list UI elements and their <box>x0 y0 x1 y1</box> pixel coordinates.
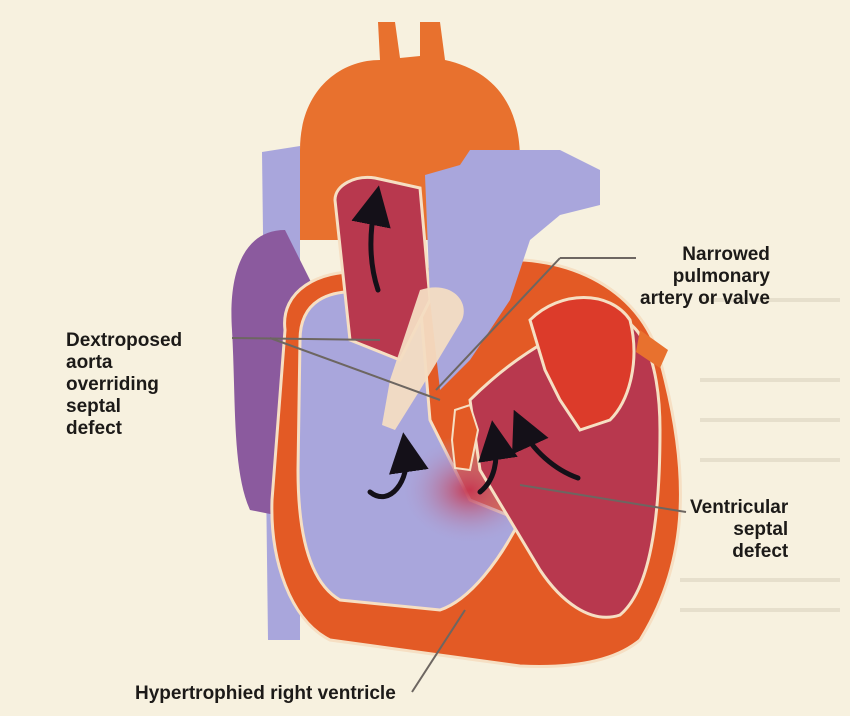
label-line: aorta <box>66 352 182 374</box>
label-line: overriding <box>66 374 182 396</box>
label-line: pulmonary <box>640 266 770 288</box>
label-line: septal <box>690 519 788 541</box>
label-line: Ventricular <box>690 497 788 519</box>
label-line: Dextroposed <box>66 330 182 352</box>
label-hypertrophied-right-ventricle: Hypertrophied right ventricle <box>135 683 396 705</box>
label-line: defect <box>690 541 788 563</box>
label-line: defect <box>66 418 182 440</box>
label-dextroposed-aorta: Dextroposed aorta overriding septal defe… <box>66 330 182 440</box>
label-narrowed-pulmonary: Narrowed pulmonary artery or valve <box>640 244 770 310</box>
label-ventricular-septal-defect: Ventricular septal defect <box>690 497 788 563</box>
label-line: septal <box>66 396 182 418</box>
label-line: Narrowed <box>640 244 770 266</box>
label-line: artery or valve <box>640 288 770 310</box>
label-line: Hypertrophied right ventricle <box>135 683 396 705</box>
background-page-text <box>680 300 840 610</box>
